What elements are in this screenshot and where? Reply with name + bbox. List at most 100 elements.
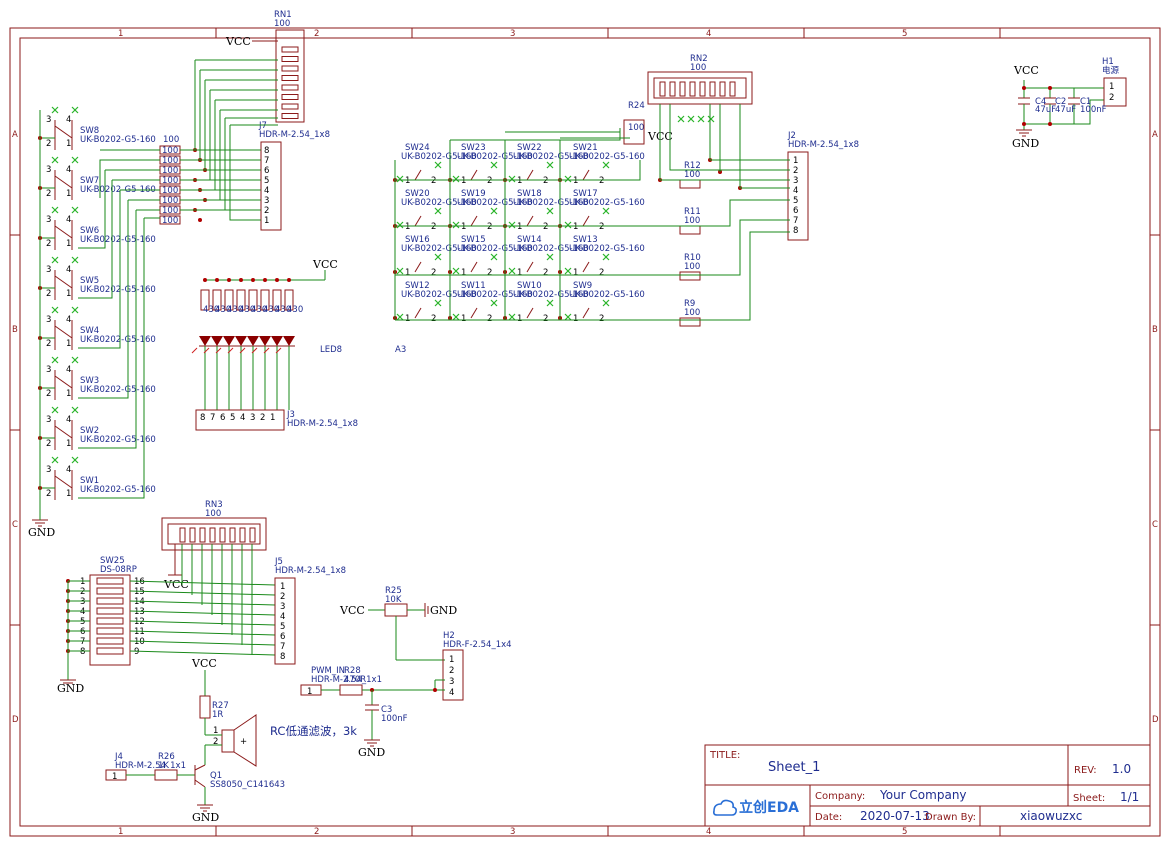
rn2-element [699, 81, 706, 97]
c1-value: 100nF [1080, 105, 1107, 115]
sw25-dip-switch: SW25 DS-08RP GND [57, 556, 137, 695]
sw-pin-number: 2 [431, 268, 436, 278]
sw-pin-number: 4 [66, 265, 71, 275]
rn3-vcc-label: VCC [163, 578, 189, 591]
date-label: Date: [815, 812, 842, 823]
switch-contact-icon [54, 425, 73, 439]
sw-pin-number: 3 [46, 265, 51, 275]
nc-marker-icon [602, 253, 610, 261]
h1-gnd-label: GND [1012, 137, 1039, 150]
sw-pin-number: 1 [66, 139, 71, 149]
matrix-switch-ref: SW24 [405, 143, 430, 153]
r28-ref: R28 [344, 666, 361, 676]
rn3-resistors [179, 527, 256, 655]
nc-marker-icon [490, 207, 498, 215]
matrix-switch-ref: SW15 [461, 235, 486, 245]
c1-ref: C1 [1080, 97, 1091, 107]
rn3-element [239, 527, 246, 543]
r26-value: 1K [158, 761, 169, 771]
j3-pin-number: 1 [270, 413, 275, 423]
switch-value: UK-B0202-G5-160 [80, 185, 156, 195]
led-resistor-value: 430 [227, 305, 243, 315]
sw25-pin-right: 12 [134, 617, 145, 627]
j2-pin-number: 5 [793, 196, 798, 206]
sw-pin-number: 2 [599, 222, 604, 232]
title-block: TITLE: Sheet_1 REV: 1.0 Company: Your Co… [704, 744, 1151, 827]
j2-value: HDR-M-2.54_1x8 [788, 140, 859, 150]
sw-pin-number: 1 [573, 176, 578, 186]
led-light-icon [215, 347, 222, 354]
led-resistor [260, 289, 270, 311]
dip-position-icon [96, 597, 124, 605]
left-resistor-value: 100 [162, 146, 178, 156]
grid-row-right-C: C [1152, 520, 1158, 530]
c3-value: 100nF [381, 714, 408, 724]
led-resistor [212, 289, 222, 311]
sw-pin-number: 2 [543, 222, 548, 232]
c4-value: 47uF [1035, 105, 1056, 115]
sw25-wire [129, 650, 276, 656]
sw-pin-number: 2 [543, 314, 548, 324]
c3-gnd-label: GND [358, 746, 385, 759]
matrix-switch-ref: SW11 [461, 281, 486, 291]
led-resistor [224, 289, 234, 311]
rn3-element [249, 527, 256, 543]
grid-row-left-C: C [12, 520, 18, 530]
led-resistor-value: 430 [263, 305, 279, 315]
row-resistor [679, 179, 701, 189]
nc-marker-icon [452, 313, 460, 321]
sw-pin-number: 1 [573, 268, 578, 278]
matrix-switch-ref: SW23 [461, 143, 486, 153]
sw-pin-number: 3 [46, 165, 51, 175]
sw-pin-number: 4 [66, 215, 71, 225]
led-light-icon [191, 347, 198, 354]
sw-pin-number: 2 [487, 268, 492, 278]
date-value: 2020-07-13 [860, 809, 930, 823]
led-rail-junction [203, 278, 207, 282]
sw-pin-number: 2 [46, 139, 51, 149]
switch-value: UK-B0202-G5-160 [80, 135, 156, 145]
sw-pin-number: 1 [66, 239, 71, 249]
led-diode-icon [211, 336, 223, 346]
matrix-switch-value: UK-B0202-G5-160 [401, 244, 477, 254]
j2-pin-number: 3 [793, 176, 798, 186]
j7-pin-number: 2 [264, 206, 269, 216]
switch-contact-icon [582, 215, 590, 227]
rn1-ref: RN1 [274, 10, 292, 20]
matrix-switch-value: UK-B0202-G5-160 [457, 290, 533, 300]
sw-pin-number: 2 [599, 268, 604, 278]
nc-marker-icon [434, 161, 442, 169]
led-light-icon [251, 347, 258, 354]
h1-value: 电源 [1102, 65, 1120, 76]
j3-pin-number: 7 [210, 413, 215, 423]
nc-marker-icon [546, 299, 554, 307]
sw25-wire [129, 590, 276, 596]
nc-marker-icon [508, 175, 516, 183]
row-resistor [679, 225, 701, 235]
switch-contact-icon [582, 261, 590, 273]
nc-marker-icon [452, 175, 460, 183]
r24-ref: R24 [628, 101, 645, 111]
switch-contact-icon [582, 169, 590, 181]
nc-marker-icon [697, 115, 705, 123]
sw25-pin-right: 9 [134, 647, 139, 657]
sw-pin-number: 2 [543, 268, 548, 278]
row-resistor-value: 100 [684, 216, 700, 226]
rn2-element [669, 81, 676, 97]
switch-contact-icon [54, 375, 73, 389]
led-resistor [272, 289, 282, 311]
nc-marker-icon [452, 221, 460, 229]
grid-col-bottom-1: 1 [118, 827, 123, 837]
led-resistor-value: 430 [275, 305, 291, 315]
sw-pin-number: 2 [487, 314, 492, 324]
matrix-switch-ref: SW16 [405, 235, 430, 245]
led-ref: LED8 [320, 345, 342, 355]
rn3-element [229, 527, 236, 543]
led-resistor-value: 430 [215, 305, 231, 315]
sw-pin-number: 2 [487, 176, 492, 186]
led-resistor [200, 289, 210, 311]
j5-pin-number: 5 [280, 622, 285, 632]
nc-marker-icon [396, 267, 404, 275]
